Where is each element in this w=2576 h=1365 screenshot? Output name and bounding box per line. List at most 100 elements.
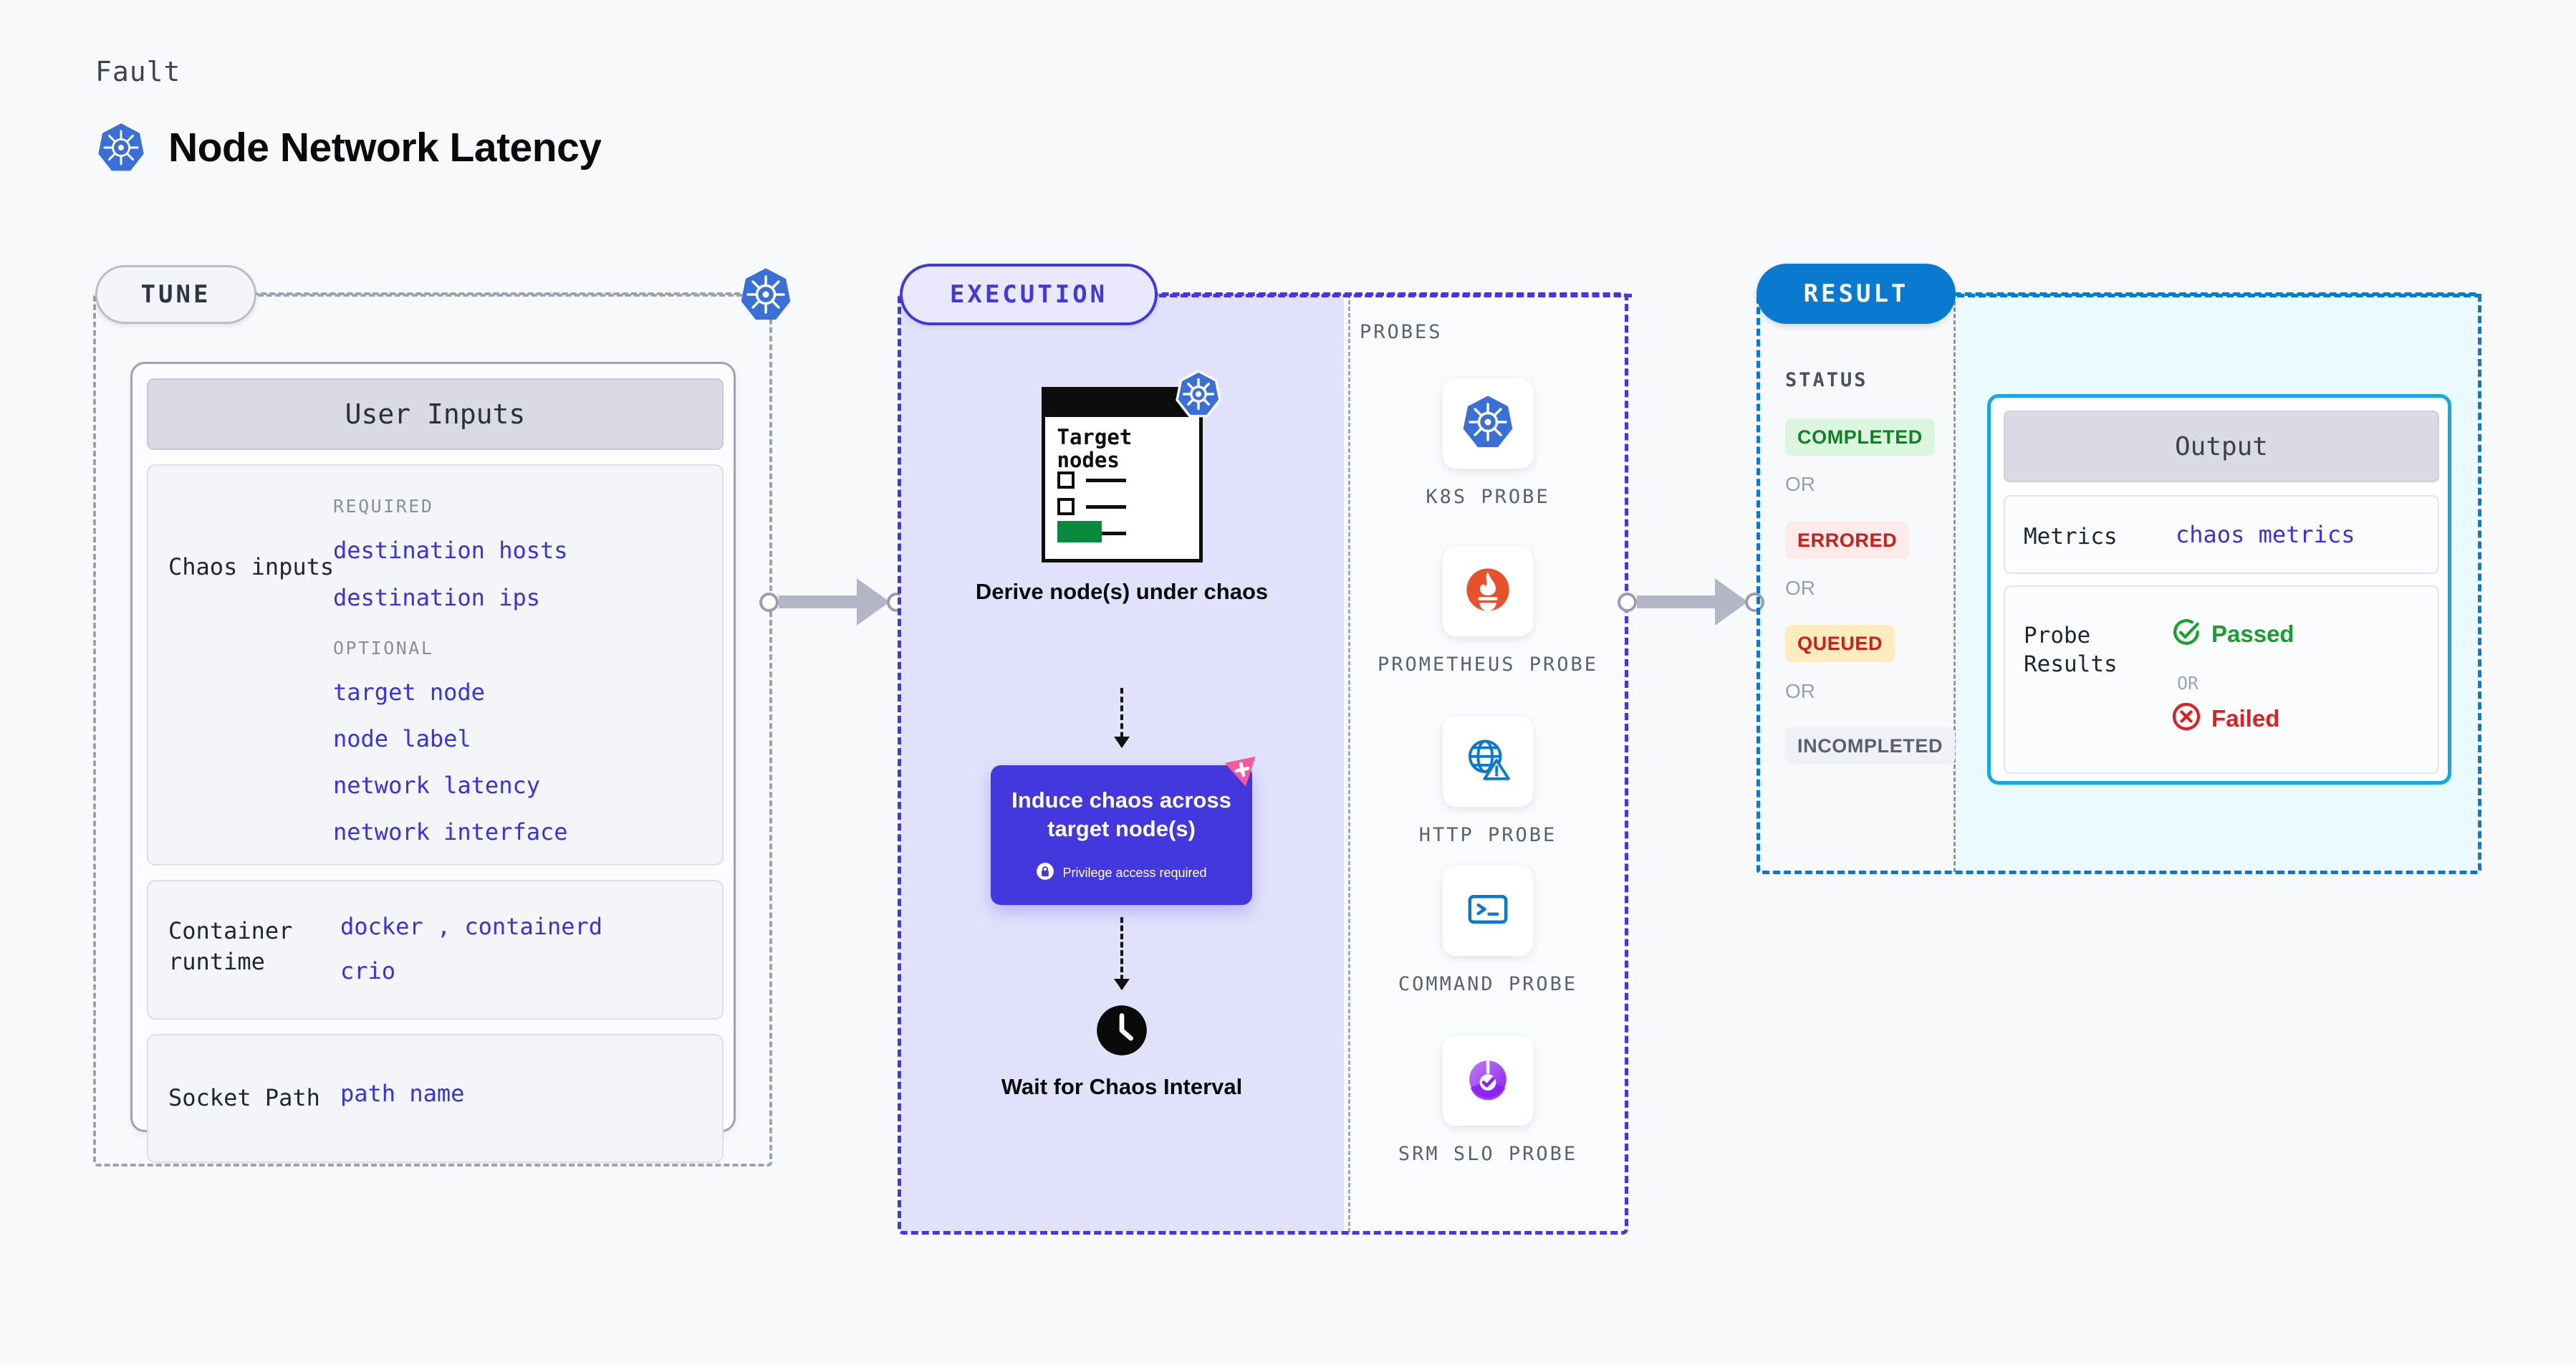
probe-results-row: Probe Results Passed OR	[2004, 585, 2439, 774]
status-title: STATUS	[1785, 369, 1868, 391]
induce-chaos-box[interactable]: Induce chaos across target node(s) Privi…	[991, 756, 1256, 905]
flow-arrow-1	[1114, 688, 1130, 748]
kubernetes-icon	[738, 267, 794, 322]
connector-bar	[779, 595, 858, 608]
document-checkbox	[1057, 471, 1075, 489]
kubernetes-icon	[1460, 394, 1516, 454]
probe-result-or: OR	[2177, 673, 2199, 694]
probe-command[interactable]: COMMAND PROBE	[1348, 866, 1628, 998]
connector-bar	[1637, 595, 1716, 608]
status-or-2: OR	[1785, 577, 1815, 599]
probe-label: HTTP PROBE	[1418, 824, 1557, 846]
status-badge-errored: ERRORED	[1785, 522, 1910, 559]
container-runtime-section: Container runtime docker , containerd cr…	[147, 880, 724, 1020]
socket-path-value[interactable]: path name	[340, 1080, 465, 1107]
connector-execution-to-result	[1618, 577, 1764, 627]
connector-tune-to-execution	[759, 577, 906, 627]
arrow-head	[1114, 979, 1130, 990]
output-card: Output Metrics chaos metrics Probe Resul…	[1987, 394, 2451, 785]
failed-label: Failed	[2211, 704, 2280, 732]
page-title-row: Node Network Latency	[95, 122, 602, 173]
probe-result-failed: Failed	[2171, 701, 2279, 735]
tune-top-dashed-line	[258, 294, 759, 297]
result-pill[interactable]: RESULT	[1756, 264, 1956, 324]
document-green-block	[1057, 521, 1102, 542]
input-destination-hosts[interactable]: destination hosts	[333, 537, 568, 564]
passed-label: Passed	[2211, 620, 2294, 647]
flow-arrow-2	[1114, 917, 1130, 990]
probe-tile	[1443, 866, 1533, 956]
metrics-label: Metrics	[2024, 524, 2118, 550]
arrow-head	[1114, 737, 1130, 748]
input-network-latency[interactable]: network latency	[333, 772, 540, 799]
input-target-node[interactable]: target node	[333, 679, 485, 706]
privilege-access-note: Privilege access required	[1036, 862, 1207, 884]
metrics-value[interactable]: chaos metrics	[2176, 521, 2355, 548]
input-destination-ips[interactable]: destination ips	[333, 584, 540, 611]
optional-heading: OPTIONAL	[333, 638, 434, 658]
probe-k8s[interactable]: K8S PROBE	[1348, 378, 1628, 511]
socket-path-section: Socket Path path name	[147, 1034, 724, 1163]
connector-dot-start	[759, 592, 779, 612]
user-inputs-title: User Inputs	[147, 378, 724, 450]
result-inner-divider	[1953, 294, 1956, 872]
runtime-values-line-2[interactable]: crio	[340, 957, 396, 985]
fault-eyebrow-label: Fault	[95, 56, 181, 87]
connector-arrow-head	[857, 578, 890, 626]
litmus-icon	[1221, 748, 1264, 791]
required-heading: REQUIRED	[333, 496, 434, 517]
optional-group: OPTIONAL target node node label network …	[333, 638, 568, 846]
probe-label: COMMAND PROBE	[1398, 973, 1578, 995]
privilege-access-text: Privilege access required	[1062, 866, 1207, 881]
document-line	[1085, 505, 1126, 509]
arrow-line	[1120, 917, 1123, 989]
induce-chaos-caption: Induce chaos across target node(s)	[1011, 787, 1231, 841]
input-network-interface[interactable]: network interface	[333, 818, 568, 846]
chaos-inputs-section: Chaos inputs REQUIRED destination hosts …	[147, 464, 724, 866]
probe-label: K8S PROBE	[1426, 486, 1550, 508]
probe-tile	[1443, 546, 1533, 636]
probe-prometheus[interactable]: PROMETHEUS PROBE	[1348, 546, 1628, 679]
output-title: Output	[2004, 411, 2439, 482]
execution-step-wait: Wait for Chaos Interval	[900, 1003, 1344, 1101]
execution-step-derive: Target nodes	[900, 370, 1344, 606]
tune-pill[interactable]: TUNE	[95, 265, 256, 324]
probe-tile	[1443, 717, 1533, 807]
execution-pill[interactable]: EXECUTION	[900, 264, 1158, 325]
metrics-row: Metrics chaos metrics	[2004, 495, 2439, 574]
document-title-text: Target nodes	[1057, 425, 1133, 472]
container-runtime-label: Container runtime	[168, 917, 293, 976]
status-badge-completed: COMPLETED	[1785, 418, 1935, 456]
result-top-dashed-line	[1957, 294, 2481, 297]
derive-nodes-caption: Derive node(s) under chaos	[975, 579, 1269, 604]
probe-label: PROMETHEUS PROBE	[1377, 653, 1599, 676]
document-line	[1085, 532, 1126, 535]
srm-slo-icon	[1461, 1052, 1515, 1110]
user-inputs-card: User Inputs Chaos inputs REQUIRED destin…	[130, 362, 736, 1163]
probe-tile	[1443, 1035, 1533, 1126]
probe-label: SRM SLO PROBE	[1398, 1143, 1578, 1165]
kubernetes-icon	[1174, 370, 1223, 418]
wait-chaos-caption: Wait for Chaos Interval	[1001, 1074, 1243, 1099]
status-or-1: OR	[1785, 473, 1815, 495]
container-runtime-values: docker , containerd crio	[340, 913, 602, 985]
probes-title: PROBES	[1360, 321, 1443, 343]
status-or-3: OR	[1785, 680, 1815, 702]
probe-results-label: Probe Results	[2024, 623, 2118, 678]
kubernetes-icon	[95, 122, 147, 173]
required-group: REQUIRED destination hosts destination i…	[333, 496, 568, 611]
probe-result-passed: Passed	[2171, 617, 2294, 651]
probe-http[interactable]: HTTP PROBE	[1348, 717, 1628, 849]
probe-srm-slo[interactable]: SRM SLO PROBE	[1348, 1035, 1628, 1168]
runtime-values-line-1[interactable]: docker , containerd	[340, 913, 603, 940]
terminal-icon	[1461, 883, 1514, 939]
connector-dot-end	[1745, 592, 1764, 612]
clock-icon	[1095, 1003, 1149, 1058]
target-nodes-document-icon: Target nodes	[1041, 370, 1221, 562]
socket-path-label: Socket Path	[168, 1084, 320, 1111]
x-circle-icon	[2171, 701, 2201, 735]
lock-icon	[1036, 862, 1054, 884]
connector-arrow-head	[1715, 578, 1748, 626]
document-line	[1085, 479, 1126, 482]
input-node-label[interactable]: node label	[333, 725, 471, 752]
